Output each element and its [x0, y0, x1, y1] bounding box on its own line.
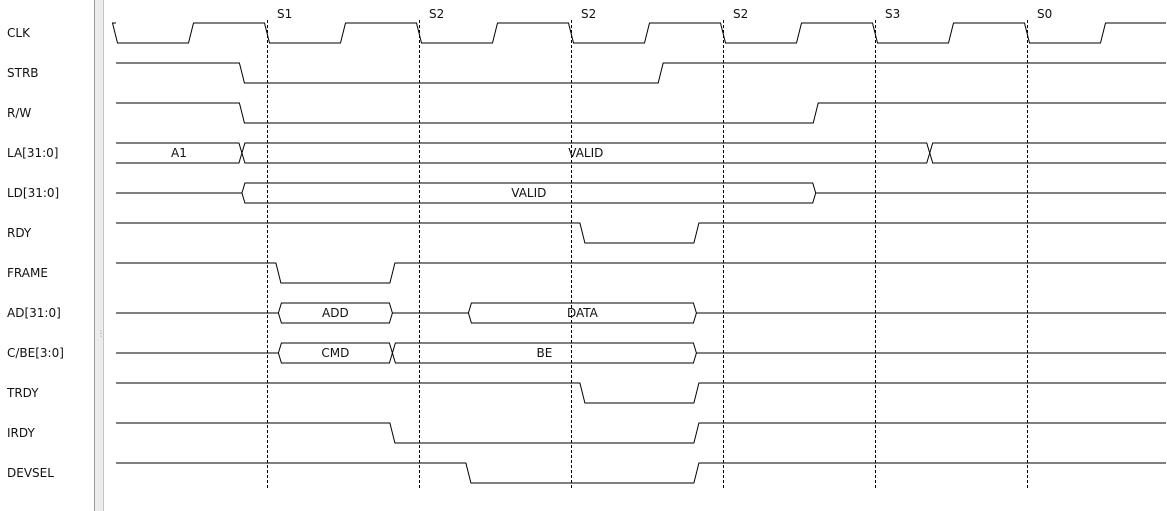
signal-label-frame: FRAME: [7, 266, 48, 280]
waveform-clk: [111, 22, 1166, 44]
signal-label-c-be-3-0: C/BE[3:0]: [7, 346, 64, 360]
waveform-la-31-0: A1 VALID: [116, 142, 1166, 164]
signal-names-panel: CLK STRB R/W LA[31:0] LD[31:0] RDY FRAME AD[31:…: [0, 0, 94, 511]
signal-label-irdy: IRDY: [7, 426, 35, 440]
waveform-trdy: [116, 382, 1166, 404]
cycle-label: S3: [885, 7, 900, 21]
bus-value-label: A1: [171, 146, 187, 160]
signal-trace: [116, 102, 1166, 124]
splitter-grip-icon[interactable]: ⋮: [97, 329, 105, 338]
signal-label-trdy: TRDY: [7, 386, 39, 400]
waveform-frame: [116, 262, 1166, 284]
waveform-strb: [116, 62, 1166, 84]
bus-value-label: VALID: [511, 186, 546, 200]
signal-label-ld-31-0: LD[31:0]: [7, 186, 60, 200]
waveform-irdy: [116, 422, 1166, 444]
signal-label-rdy: RDY: [7, 226, 32, 240]
bus-value-label: BE: [536, 346, 552, 360]
waveform-rdy: [116, 222, 1166, 244]
waveform-c-be-3-0: CMD BE: [116, 342, 1166, 364]
signal-label-la-31-0: LA[31:0]: [7, 146, 59, 160]
waveform-r-w: [116, 102, 1166, 124]
bus-value-label: DATA: [567, 306, 599, 320]
signal-label-r-w: R/W: [7, 106, 32, 120]
waveform-ld-31-0: VALID: [116, 182, 1166, 204]
waveform-ad-31-0: ADD DATA: [116, 302, 1166, 324]
clock-trace: [111, 22, 1166, 44]
signal-trace: [116, 262, 1166, 284]
signal-trace: [116, 382, 1166, 404]
signal-trace: [116, 62, 1166, 84]
bus-value-label: CMD: [321, 346, 349, 360]
signal-label-strb: STRB: [7, 66, 39, 80]
panel-splitter[interactable]: ⋮: [94, 0, 105, 511]
signal-trace: [116, 462, 1166, 484]
bus-value-label: ADD: [322, 306, 349, 320]
cycle-label: S2: [429, 7, 444, 21]
cycle-label: S0: [1037, 7, 1052, 21]
signal-label-clk: CLK: [7, 26, 30, 40]
cycle-label: S2: [581, 7, 596, 21]
cycle-label: S1: [277, 7, 292, 21]
bus-value-label: VALID: [568, 146, 603, 160]
signal-label-devsel: DEVSEL: [7, 466, 54, 480]
cycle-label: S2: [733, 7, 748, 21]
signal-trace: [116, 222, 1166, 244]
signal-trace: [116, 422, 1166, 444]
bus-segment: [929, 142, 1166, 164]
signal-label-ad-31-0: AD[31:0]: [7, 306, 61, 320]
waveform-devsel: [116, 462, 1166, 484]
